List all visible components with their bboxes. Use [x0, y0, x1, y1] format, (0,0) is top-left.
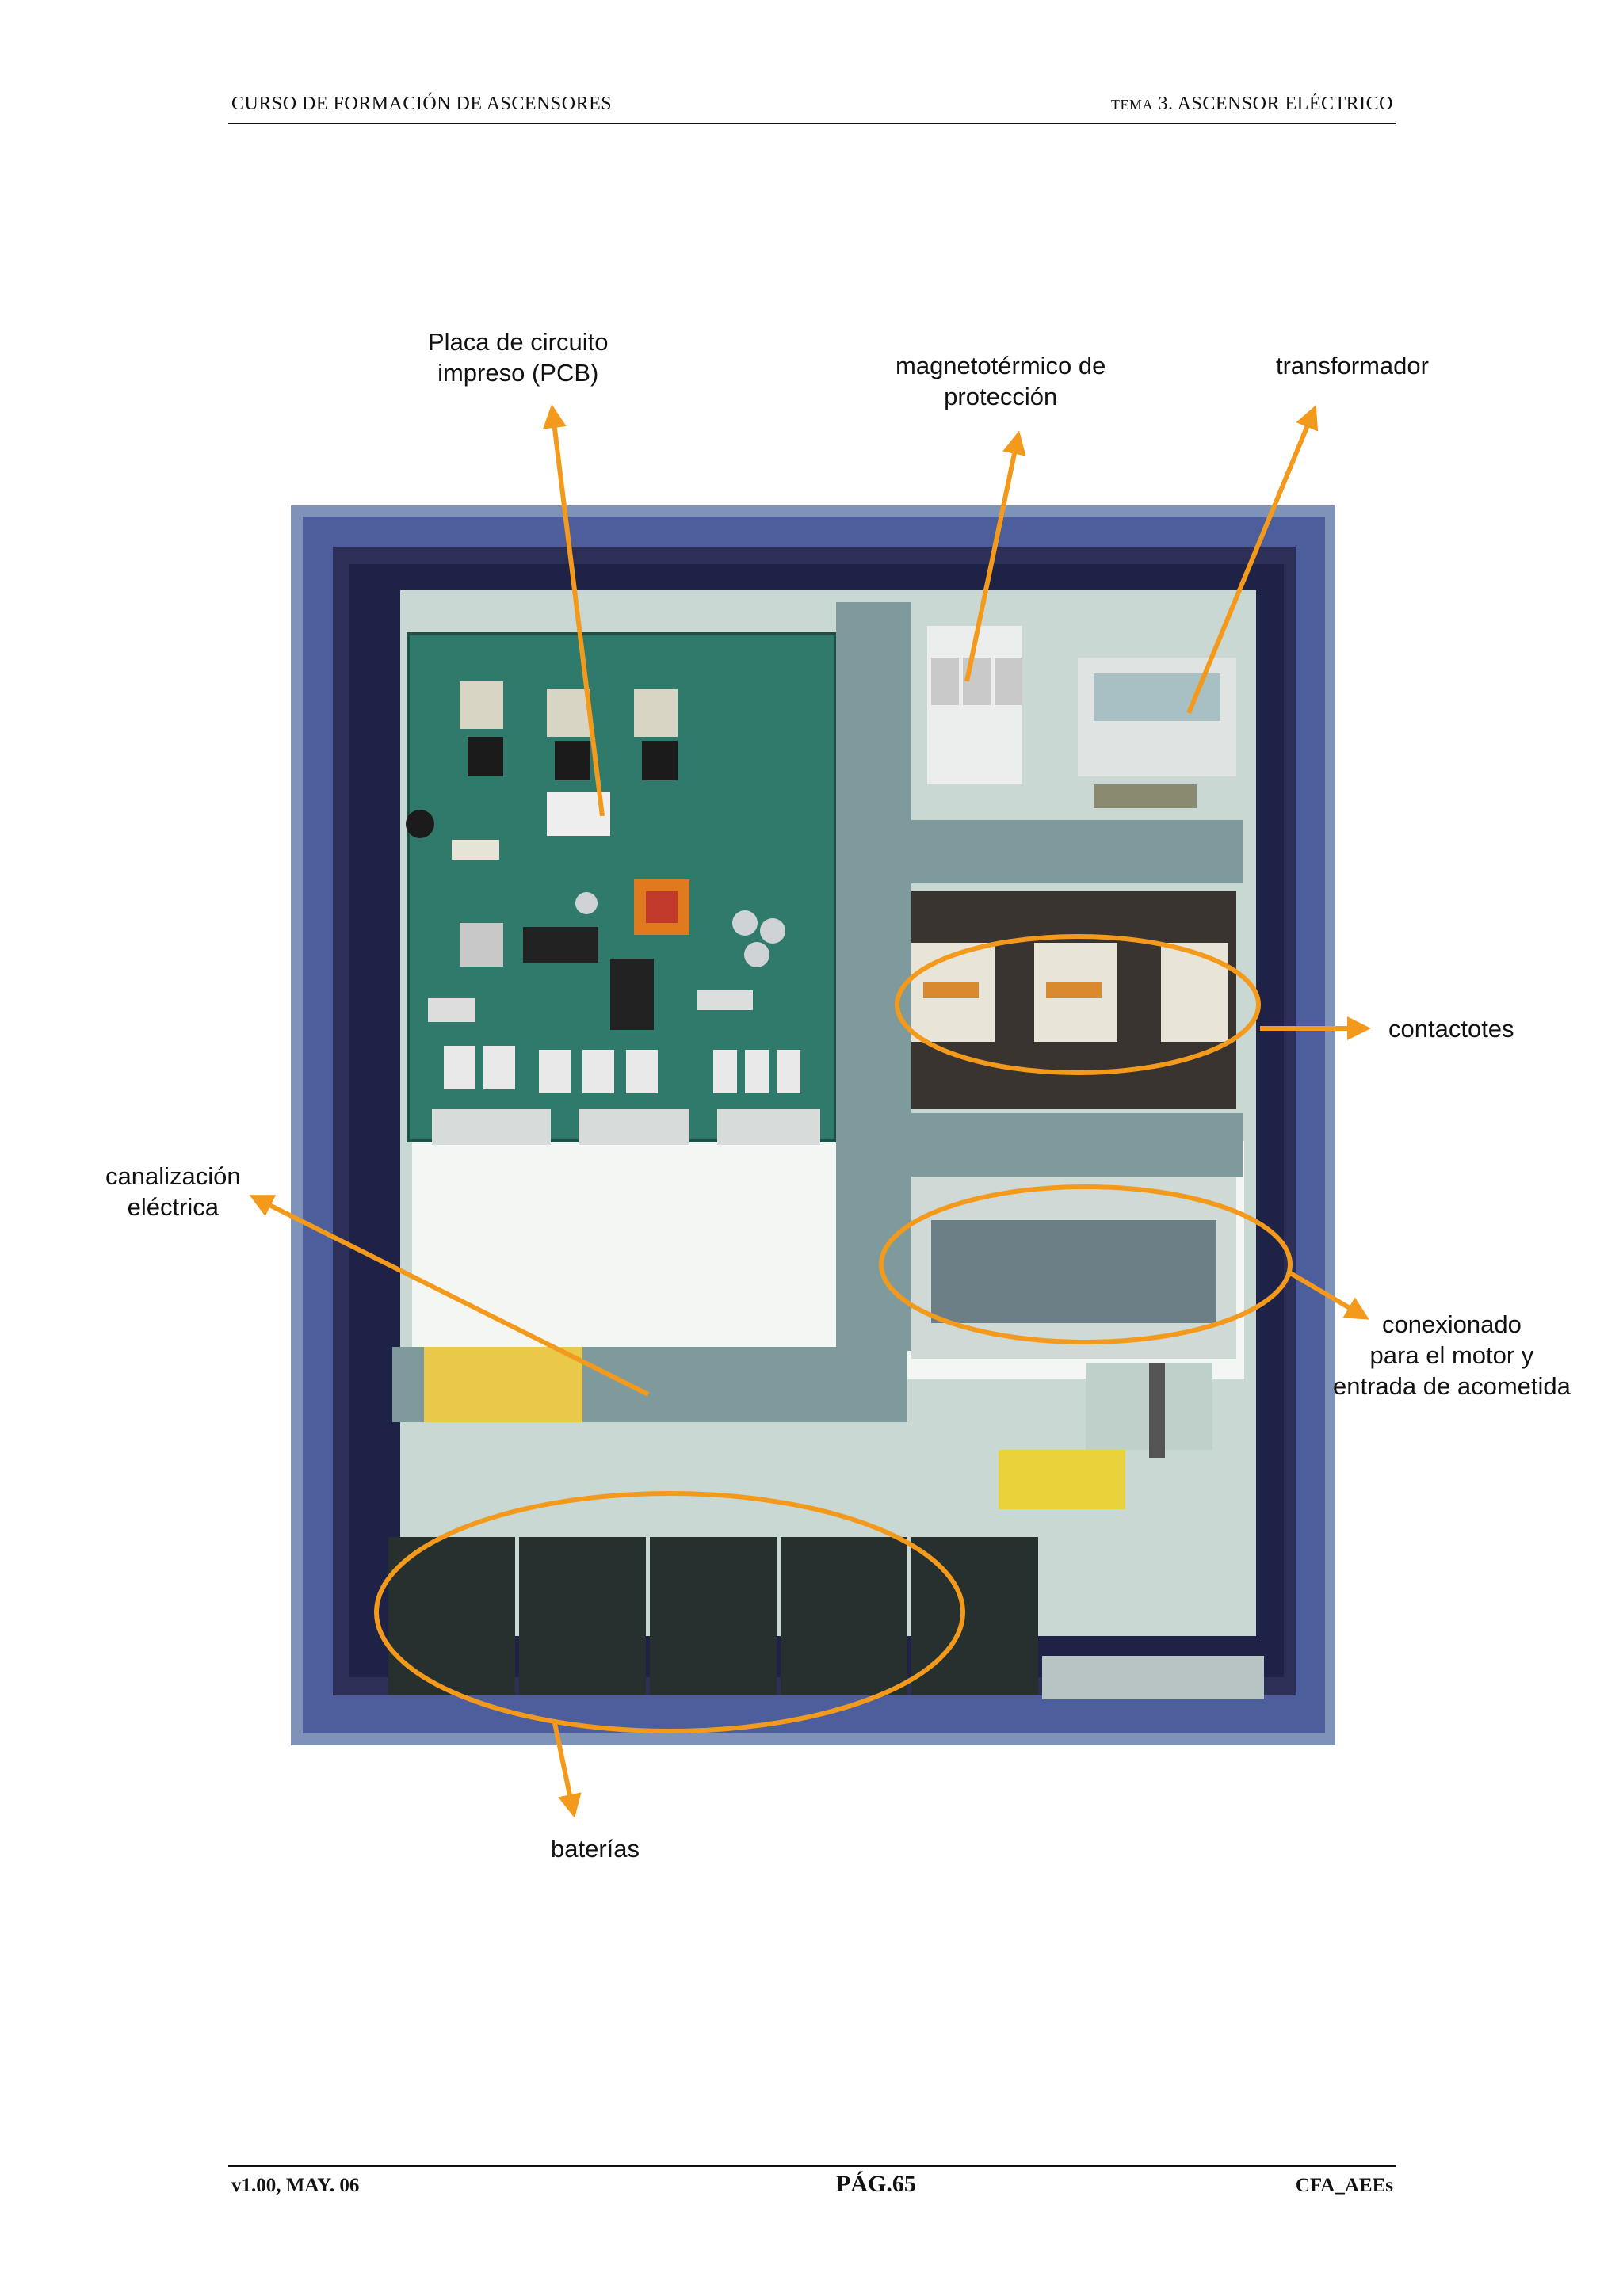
footer-rule: [228, 2165, 1396, 2167]
breaker-label: magnetotérmico de protección: [896, 350, 1106, 412]
batteries-label: baterías: [551, 1835, 640, 1863]
cable-ducts: [392, 602, 1243, 1422]
contactors: [911, 891, 1236, 1109]
terminals-label-line2: para el motor y: [1369, 1341, 1534, 1369]
breaker-arrow: [964, 430, 1026, 682]
pcb-label-line1: Placa de circuito: [428, 328, 609, 356]
batteries: [388, 1537, 1264, 1699]
header-rule: [228, 123, 1396, 124]
contactors-highlight: [895, 934, 1261, 1075]
header-topic-prefix: TEMA: [1110, 97, 1153, 113]
footer-document-code: CFA_AEEs: [1295, 2175, 1393, 2196]
header-topic-title: 3. ASCENSOR ELÉCTRICO: [1158, 93, 1393, 114]
pcb-label: Placa de circuito impreso (PCB): [428, 326, 608, 388]
duct-arrow: [249, 1195, 650, 1397]
pcb-arrow: [542, 404, 605, 817]
annotation-arrows: [249, 404, 1371, 1818]
pcb-board: [406, 632, 838, 1145]
transformer-arrow: [1186, 405, 1319, 715]
footer-page-number: PÁG.65: [836, 2171, 916, 2197]
header-course-title: CURSO DE FORMACIÓN DE ASCENSORES: [231, 93, 613, 114]
header-topic: TEMA 3. ASCENSOR ELÉCTRICO: [1111, 93, 1393, 115]
terminals-label: conexionado para el motor y entrada de a…: [1333, 1309, 1571, 1402]
breaker-label-line1: magnetotérmico de: [896, 352, 1106, 379]
terminals-label-line1: conexionado: [1382, 1310, 1522, 1338]
annotation-highlights: [374, 934, 1293, 1733]
contactors-label: contactotes: [1388, 1015, 1514, 1043]
breaker-label-line2: protección: [944, 383, 1058, 410]
duct-label-line1: canalización: [105, 1162, 241, 1190]
transformer-label: transformador: [1276, 352, 1429, 379]
batteries-highlight: [374, 1491, 965, 1733]
terminals-arrow: [1286, 1269, 1369, 1320]
breaker-and-transformer: [927, 626, 1236, 808]
duct-label: canalización eléctrica: [105, 1161, 241, 1222]
terminals-label-line3: entrada de acometida: [1333, 1372, 1571, 1400]
duct-label-line2: eléctrica: [127, 1193, 220, 1221]
batteries-arrow: [552, 1722, 582, 1818]
terminals-highlight: [879, 1184, 1293, 1344]
footer-version: v1.00, MAY. 06: [231, 2175, 360, 2196]
pcb-label-line2: impreso (PCB): [437, 359, 599, 387]
